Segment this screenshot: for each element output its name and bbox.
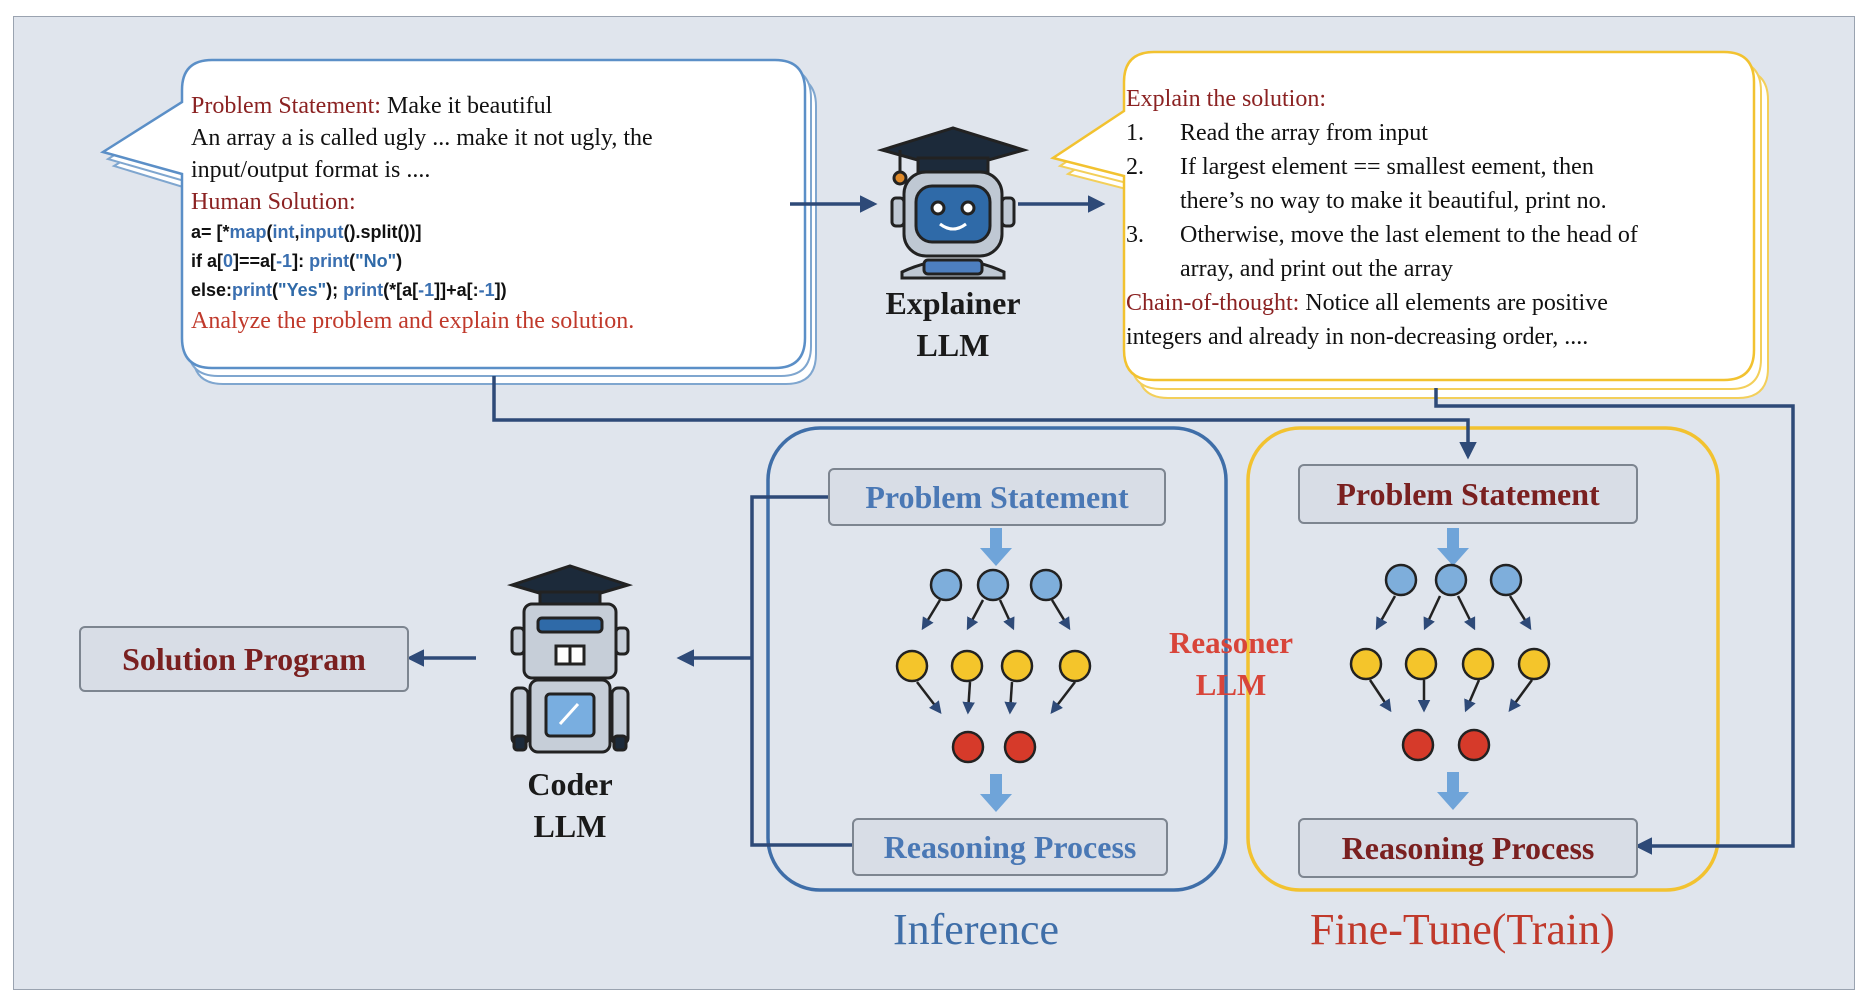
right-bubble-shape bbox=[1049, 50, 1769, 399]
node-red bbox=[1003, 730, 1037, 764]
instruction-text: Analyze the problem and explain the solu… bbox=[191, 308, 635, 334]
node-yellow bbox=[1349, 647, 1383, 681]
node-yellow bbox=[1000, 649, 1034, 683]
node-red bbox=[1457, 728, 1491, 762]
inference-reasoning-process-box: Reasoning Process bbox=[852, 818, 1168, 876]
chain-of-thought-line: Chain-of-thought: Notice all elements ar… bbox=[1126, 290, 1608, 316]
node-yellow bbox=[1404, 647, 1438, 681]
inference-title: Inference bbox=[893, 905, 1060, 954]
node-red bbox=[951, 730, 985, 764]
inference-nodes bbox=[895, 568, 1092, 764]
code-line: else:print("Yes"); print(*[a[-1]]+a[:-1]… bbox=[191, 280, 507, 300]
node-blue bbox=[1029, 568, 1063, 602]
flow-arrows bbox=[980, 528, 1469, 812]
node-blue bbox=[1384, 563, 1418, 597]
finetune-frame bbox=[1246, 426, 1720, 892]
problem-desc-line: input/output format is .... bbox=[191, 157, 431, 183]
finetune-title: Fine-Tune(Train) bbox=[1310, 905, 1615, 954]
left-bubble-shape bbox=[99, 58, 817, 385]
finetune-reasoning-process-box: Reasoning Process bbox=[1298, 818, 1638, 878]
explainer-robot-icon bbox=[876, 126, 1030, 280]
node-yellow bbox=[950, 649, 984, 683]
explain-step: 3. Otherwise, move the last element to t… bbox=[1126, 222, 1638, 282]
wire-inference-loop bbox=[750, 495, 852, 847]
problem-statement-line: Problem Statement: Make it beautiful bbox=[191, 90, 791, 122]
inference-frame bbox=[766, 426, 1228, 892]
inference-problem-statement-box: Problem Statement bbox=[828, 468, 1166, 526]
wire-left-bubble-to-finetune bbox=[492, 376, 1477, 460]
node-blue bbox=[929, 568, 963, 602]
solution-program-box: Solution Program bbox=[79, 626, 409, 692]
problem-statement-label: Problem Statement: bbox=[191, 93, 381, 119]
chain-of-thought-line: integers and already in non-decreasing o… bbox=[1126, 324, 1589, 350]
node-yellow bbox=[1461, 647, 1495, 681]
explain-step: 1. Read the array from input bbox=[1126, 120, 1428, 146]
node-blue bbox=[1434, 563, 1468, 597]
inference-reasoning-tree bbox=[916, 599, 1076, 715]
finetune-problem-statement-box: Problem Statement bbox=[1298, 464, 1638, 524]
finetune-reasoning-tree bbox=[1368, 595, 1534, 713]
coder-robot-icon bbox=[506, 564, 634, 754]
problem-desc-line: An array a is called ugly ... make it no… bbox=[191, 125, 653, 151]
wire-right-bubble-to-finetune bbox=[1434, 388, 1795, 855]
chain-of-thought-label: Chain-of-thought: bbox=[1126, 290, 1300, 316]
left-bubble-text: Problem Statement: Make it beautiful An … bbox=[191, 90, 791, 337]
wires bbox=[406, 195, 1795, 855]
code-line: if a[0]==a[-1]: print("No") bbox=[191, 251, 403, 271]
node-yellow bbox=[1058, 649, 1092, 683]
problem-statement-value: Make it beautiful bbox=[380, 93, 553, 119]
finetune-nodes bbox=[1349, 563, 1551, 762]
node-red bbox=[1401, 728, 1435, 762]
right-bubble-text: Explain the solution: 1. Read the array … bbox=[1126, 82, 1746, 354]
human-solution-label: Human Solution: bbox=[191, 189, 356, 215]
code-line: a= [*map(int,input().split())] bbox=[191, 222, 422, 242]
explain-step: 2. If largest element == smallest eement… bbox=[1126, 154, 1607, 214]
node-yellow bbox=[895, 649, 929, 683]
node-blue bbox=[1489, 563, 1523, 597]
node-yellow bbox=[1517, 647, 1551, 681]
explain-title: Explain the solution: bbox=[1126, 86, 1326, 112]
node-blue bbox=[976, 568, 1010, 602]
